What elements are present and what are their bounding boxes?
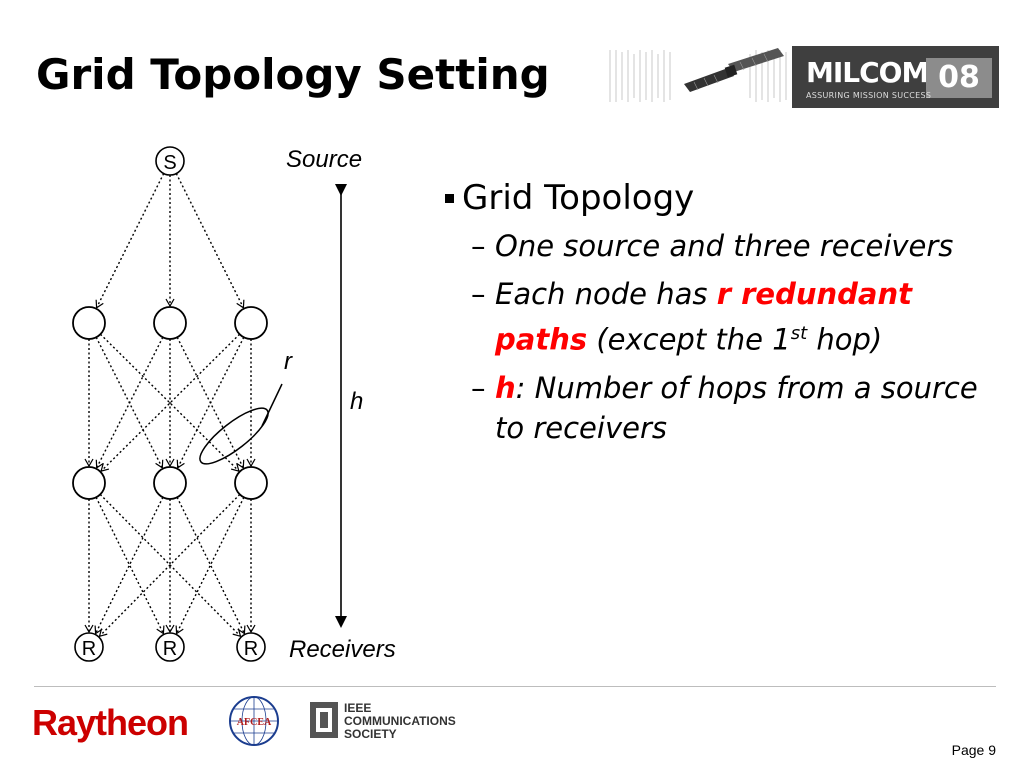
raytheon-logo: Raytheon <box>32 702 189 743</box>
milcom-tagline: ASSURING MISSION SUCCESS <box>806 91 932 100</box>
sub-bullet-1: –One source and three receivers <box>471 229 954 263</box>
afcea-logo: AFCEA <box>229 696 279 746</box>
svg-text:R: R <box>244 638 258 660</box>
receivers-label: Receivers <box>289 636 396 663</box>
receiver-node-1: R <box>74 632 104 662</box>
grid-edge <box>100 333 241 472</box>
svg-text:R: R <box>82 638 96 660</box>
grid-edge <box>175 496 245 635</box>
sub-bullet-2: –Each node has r redundant paths (except… <box>471 277 912 357</box>
source-label: Source <box>286 146 363 173</box>
milcom-year: 08 <box>926 58 992 98</box>
satellite-banner <box>609 48 787 102</box>
grid-edge <box>175 173 245 309</box>
main-bullet-text: Grid Topology <box>462 178 695 218</box>
grid-edge <box>176 336 245 469</box>
ieee-icon <box>310 702 338 738</box>
h-label: h <box>350 388 364 415</box>
svg-text:AFCEA: AFCEA <box>237 717 272 728</box>
layer1-nodes <box>72 306 268 340</box>
satellite-icon <box>684 48 784 92</box>
footer-divider <box>34 686 996 687</box>
r-pointer <box>261 383 283 427</box>
layer2-nodes <box>72 466 268 500</box>
sub-bullet-3: –h: Number of hops from a source to rece… <box>471 370 978 445</box>
grid-edge <box>94 496 164 635</box>
grid-edge <box>95 496 165 635</box>
grid-edge <box>99 333 240 472</box>
grid-edges <box>84 173 256 638</box>
main-bullet: Grid Topology <box>445 178 985 218</box>
grid-edge <box>95 336 164 469</box>
grid-edge <box>98 493 241 638</box>
receiver-node-2: R <box>155 632 185 662</box>
svg-text:S: S <box>163 152 176 174</box>
grid-edge <box>95 173 165 309</box>
square-bullet-icon <box>445 194 454 203</box>
r-label: r <box>284 348 292 375</box>
bullet-list: Grid Topology –One source and three rece… <box>445 178 985 448</box>
milcom-logo: MILCOM: 08 ASSURING MISSION SUCCESS <box>792 46 999 108</box>
receiver-node-3: R <box>236 632 266 662</box>
grid-edge <box>176 496 246 635</box>
slide-title: Grid Topology Setting <box>36 50 550 99</box>
grid-topology-diagram: S R R R <box>72 146 347 662</box>
receiver-nodes: R R R <box>74 632 266 662</box>
milcom-name: MILCOM: <box>806 56 940 89</box>
ieee-comsoc-logo: IEEE COMMUNICATIONS SOCIETY <box>308 700 456 744</box>
redundant-paths-ellipse <box>199 407 269 465</box>
source-node: S <box>155 146 185 176</box>
page-number: Page 9 <box>951 742 996 758</box>
svg-text:R: R <box>163 638 177 660</box>
